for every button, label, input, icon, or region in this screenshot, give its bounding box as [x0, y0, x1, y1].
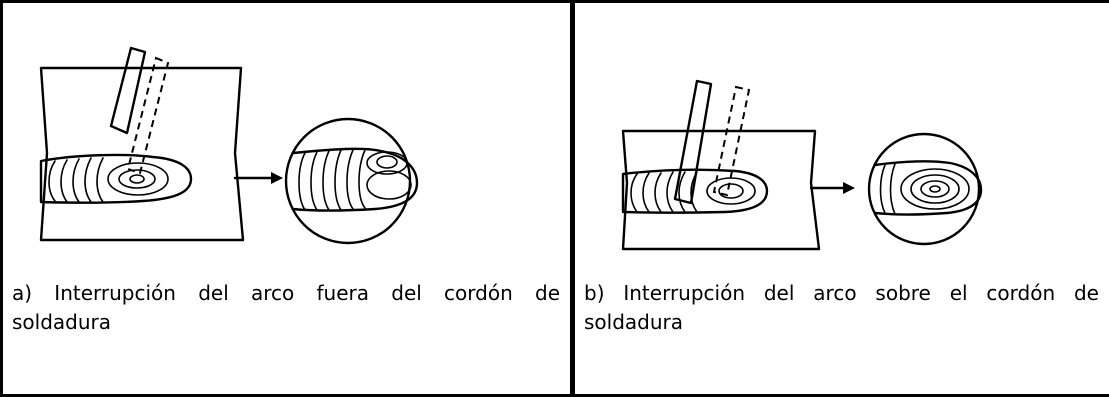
detail-circle-a [284, 117, 419, 245]
electrode-solid [673, 79, 713, 205]
caption-a: a) Interrupción del arco fuera del cordó… [12, 279, 560, 337]
electrode-solid [109, 46, 147, 135]
caption-b: b) Interrupción del arco sobre el cordón… [584, 279, 1099, 337]
electrode-dashed [126, 56, 170, 175]
panel-b: b) Interrupción del arco sobre el cordón… [575, 3, 1109, 394]
weld-diagram-b [621, 79, 983, 251]
panel-divider [570, 0, 575, 397]
weld-bead [39, 153, 193, 204]
caption-b-line2: soldadura [584, 310, 684, 334]
weld-diagram-a [39, 46, 419, 245]
arrow-a [233, 172, 283, 184]
detail-circle-b [867, 132, 983, 246]
electrode-dashed [712, 85, 751, 197]
caption-a-line2: soldadura [12, 310, 112, 334]
bead-ripples [48, 157, 169, 203]
caption-b-line1: b) Interrupción del arco sobre el cordón… [584, 281, 1099, 305]
base-plate [39, 66, 245, 242]
panel-a: a) Interrupción del arco fuera del cordó… [3, 3, 570, 394]
arrow-b [809, 182, 855, 194]
caption-a-line1: a) Interrupción del arco fuera del cordó… [12, 281, 560, 305]
base-plate [621, 129, 821, 251]
